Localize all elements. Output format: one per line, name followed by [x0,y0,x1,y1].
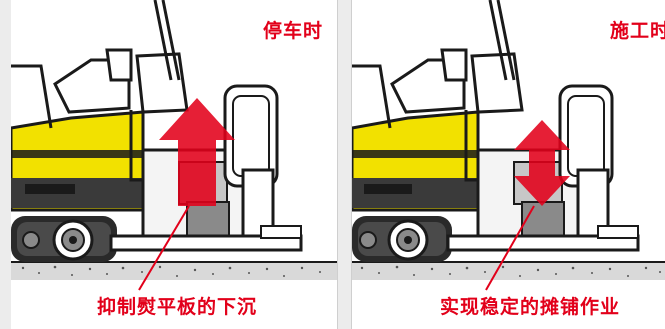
panel-paving: 施工时 实现稳定的摊铺作业 [351,0,665,329]
caption-leader-line [485,205,535,291]
mode-label-parked: 停车时 [262,20,323,42]
paver-body [11,110,145,212]
caption-suppress-screed-sinking: 抑制熨平板的下沉 [97,296,258,318]
stabilize-arrow-double [514,120,570,206]
paver-diagram-paving [352,0,665,291]
panel-parked: 停车时 抑制熨平板的下沉 [11,0,338,329]
mode-label-paving: 施工时 [609,20,665,42]
caption-stable-paving: 实现稳定的摊铺作业 [440,296,621,318]
paver-diagram-parked [11,0,337,291]
operator-station [352,0,524,182]
paver-body [352,110,480,212]
lift-arrow-up [159,98,235,206]
crawler-track [352,216,452,262]
caption-leader-line [138,205,190,291]
crawler-track [11,216,117,262]
asphalt-layer [11,261,337,280]
asphalt-layer [352,261,665,280]
